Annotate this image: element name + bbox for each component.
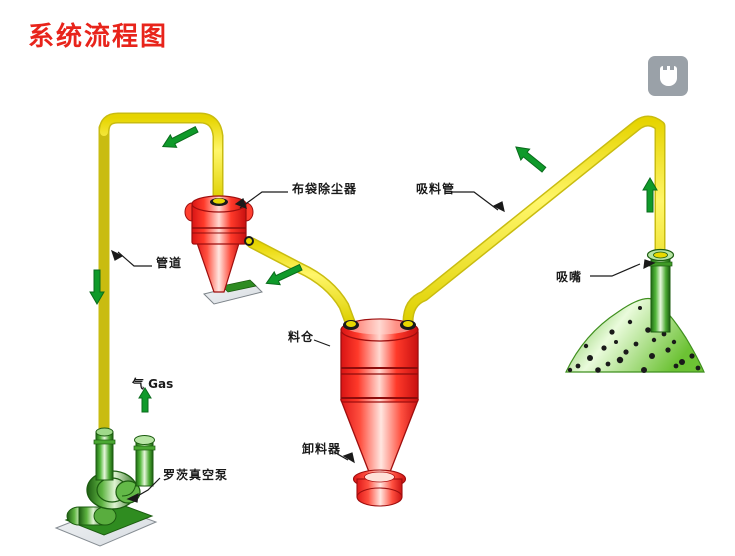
page-title: 系统流程图 — [28, 22, 169, 52]
broken-image-glyph — [659, 65, 677, 86]
label-roots-vacuum-pump: 罗茨真空泵 — [163, 468, 229, 482]
roots-vacuum-pump — [54, 427, 158, 547]
label-suction-nozzle: 吸嘴 — [556, 270, 583, 284]
material-pile — [565, 248, 705, 373]
bag-dust-collector — [184, 195, 263, 305]
arrow-left-down — [89, 269, 105, 305]
label-gas-outlet: 气 Gas — [132, 377, 174, 391]
label-leaders — [110, 191, 656, 503]
discharger-valve — [352, 469, 407, 507]
broken-image-icon — [648, 56, 688, 96]
arrow-mid-left — [265, 263, 303, 286]
arrow-suction-down — [515, 146, 547, 173]
label-material-silo: 料仓 — [288, 330, 315, 344]
label-bag-dust-collector: 布袋除尘器 — [292, 182, 358, 196]
label-discharger: 卸料器 — [302, 442, 342, 456]
label-pipeline: 管道 — [156, 256, 183, 270]
arrow-riser-up — [642, 177, 658, 213]
arrow-top-left — [161, 125, 199, 148]
arrow-gas-up — [138, 387, 152, 413]
label-suction-pipe: 吸料管 — [416, 182, 456, 196]
material-silo — [340, 318, 419, 473]
flow-arrows — [89, 125, 658, 413]
